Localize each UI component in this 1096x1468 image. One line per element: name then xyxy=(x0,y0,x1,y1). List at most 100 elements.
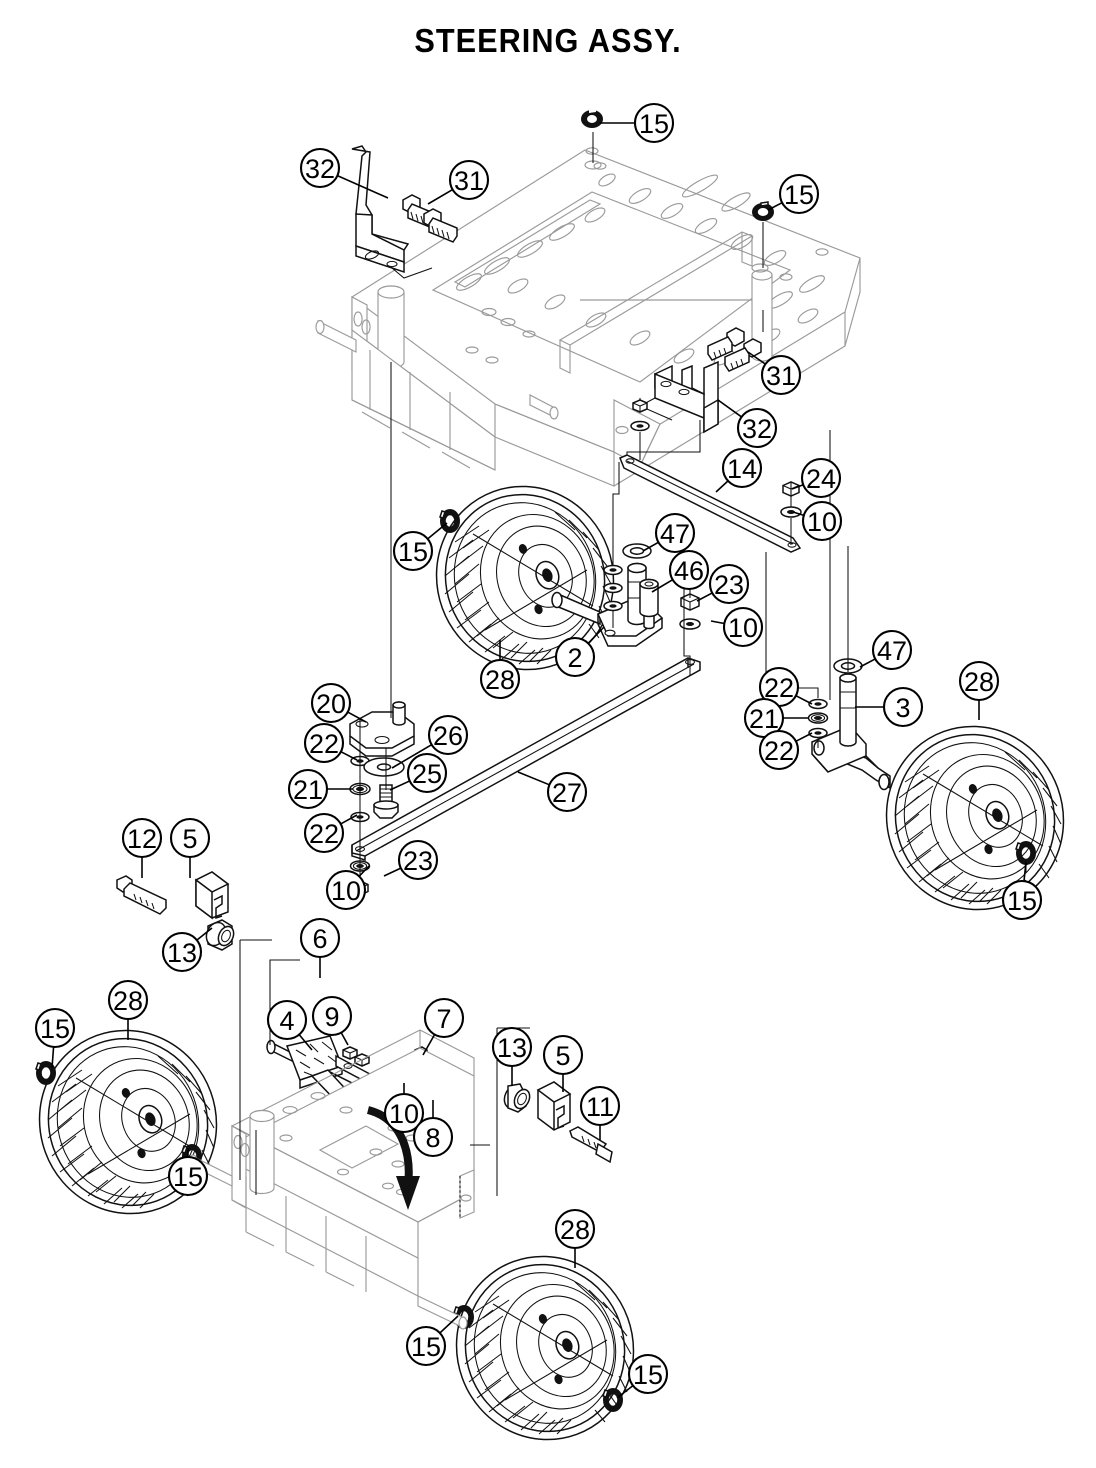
callout-15-c50[interactable]: 15 xyxy=(616,1353,669,1399)
callout-circle[interactable] xyxy=(299,147,341,189)
callout-circle[interactable] xyxy=(412,1116,454,1158)
callout-26-c25[interactable]: 26 xyxy=(391,714,469,769)
callout-circle[interactable] xyxy=(654,512,696,554)
callout-32-c02[interactable]: 32 xyxy=(299,147,389,199)
callout-circle[interactable] xyxy=(406,752,448,794)
callout-circle[interactable] xyxy=(760,354,802,396)
callout-circle[interactable] xyxy=(778,173,820,215)
callout-circle[interactable] xyxy=(392,530,434,572)
callout-circle[interactable] xyxy=(800,457,842,499)
callout-15-c23[interactable]: 15 xyxy=(1001,861,1043,921)
callout-circle[interactable] xyxy=(668,549,710,591)
callout-15-c37[interactable]: 15 xyxy=(34,1007,76,1069)
callout-circle[interactable] xyxy=(542,1034,584,1076)
callout-4-c39[interactable]: 4 xyxy=(266,999,313,1051)
callout-circle[interactable] xyxy=(121,817,163,859)
callout-10-c42[interactable]: 10 xyxy=(383,1083,425,1134)
callout-9-c40[interactable]: 9 xyxy=(311,995,353,1046)
callout-31-c05[interactable]: 31 xyxy=(747,351,802,396)
callout-circle[interactable] xyxy=(325,869,367,911)
callout-circle[interactable] xyxy=(287,768,329,810)
callout-28-c18[interactable]: 28 xyxy=(958,660,1000,720)
callout-circle[interactable] xyxy=(303,812,345,854)
callout-circle[interactable] xyxy=(161,931,203,973)
callout-15-c10[interactable]: 15 xyxy=(392,522,448,572)
callout-6-c38[interactable]: 6 xyxy=(299,917,341,978)
callout-circle[interactable] xyxy=(721,447,763,489)
callout-12-c33[interactable]: 12 xyxy=(121,817,163,878)
callout-circle[interactable] xyxy=(34,1007,76,1049)
callout-47-c17[interactable]: 47 xyxy=(859,629,913,671)
callout-23-c31[interactable]: 23 xyxy=(383,839,439,881)
callout-leader-line xyxy=(439,1315,459,1334)
callout-circle[interactable] xyxy=(405,1325,447,1367)
callout-27-c30[interactable]: 27 xyxy=(517,771,588,813)
callout-5-c34[interactable]: 5 xyxy=(169,817,211,878)
callout-22-c29[interactable]: 22 xyxy=(303,812,358,854)
callout-31-c03[interactable]: 31 xyxy=(427,159,490,205)
callout-circle[interactable] xyxy=(167,1155,209,1197)
callout-circle[interactable] xyxy=(579,1085,621,1127)
callout-circle[interactable] xyxy=(448,159,490,201)
callout-8-c43[interactable]: 8 xyxy=(412,1100,454,1158)
callout-13-c44[interactable]: 13 xyxy=(491,1026,533,1086)
callout-24-c08[interactable]: 24 xyxy=(791,457,842,499)
callout-32-c06[interactable]: 32 xyxy=(717,399,778,449)
callout-circle[interactable] xyxy=(427,714,469,756)
callout-3-c19[interactable]: 3 xyxy=(855,686,924,728)
callout-28-c48[interactable]: 28 xyxy=(554,1208,596,1268)
callout-circle[interactable] xyxy=(958,660,1000,702)
callout-25-c27[interactable]: 25 xyxy=(389,752,448,794)
callout-circle[interactable] xyxy=(882,686,924,728)
callout-circle[interactable] xyxy=(310,682,352,724)
callout-circle[interactable] xyxy=(266,999,308,1041)
callout-47-c11[interactable]: 47 xyxy=(642,512,696,554)
callout-15-c47[interactable]: 15 xyxy=(167,1148,209,1197)
callout-circle[interactable] xyxy=(554,1208,596,1250)
callout-15-c04[interactable]: 15 xyxy=(767,173,820,215)
callout-circle[interactable] xyxy=(546,771,588,813)
callout-circle[interactable] xyxy=(871,629,913,671)
callout-circle[interactable] xyxy=(736,407,778,449)
callout-22-c22[interactable]: 22 xyxy=(758,729,813,771)
callout-15-c01[interactable]: 15 xyxy=(600,102,675,144)
callout-11-c46[interactable]: 11 xyxy=(579,1085,621,1140)
callout-10-c09[interactable]: 10 xyxy=(792,500,843,542)
callout-21-c28[interactable]: 21 xyxy=(287,768,353,810)
callout-46-c12[interactable]: 46 xyxy=(651,549,710,593)
callout-circle[interactable] xyxy=(491,1026,533,1068)
callout-circle[interactable] xyxy=(801,500,843,542)
callout-circle[interactable] xyxy=(633,102,675,144)
callout-28-c36[interactable]: 28 xyxy=(107,979,149,1040)
callout-14-c07[interactable]: 14 xyxy=(715,447,763,493)
callout-28-c16[interactable]: 28 xyxy=(479,640,521,700)
callout-23-c13[interactable]: 23 xyxy=(696,563,750,605)
callout-circle[interactable] xyxy=(758,729,800,771)
callout-2-c15[interactable]: 2 xyxy=(554,626,605,678)
callout-circle[interactable] xyxy=(423,997,465,1039)
callout-10-c14[interactable]: 10 xyxy=(710,606,764,648)
callout-20-c24[interactable]: 20 xyxy=(310,682,367,724)
callout-22-c20[interactable]: 22 xyxy=(758,666,813,708)
bolt-11 xyxy=(569,1126,613,1164)
callout-circle[interactable] xyxy=(107,979,149,1021)
callout-circle[interactable] xyxy=(722,606,764,648)
callout-circle[interactable] xyxy=(554,636,596,678)
callout-circle[interactable] xyxy=(299,917,341,959)
callout-circle[interactable] xyxy=(169,817,211,859)
callout-5-c45[interactable]: 5 xyxy=(542,1034,584,1092)
callout-number: 31 xyxy=(454,166,484,196)
callout-circle[interactable] xyxy=(383,1092,425,1134)
callout-13-c35[interactable]: 13 xyxy=(161,927,213,973)
callout-15-c49[interactable]: 15 xyxy=(405,1315,459,1367)
callout-circle[interactable] xyxy=(479,658,521,700)
callout-10-c32[interactable]: 10 xyxy=(325,865,370,911)
callout-circle[interactable] xyxy=(303,722,345,764)
callout-22-c26[interactable]: 22 xyxy=(303,722,358,764)
callout-circle[interactable] xyxy=(627,1353,669,1395)
callout-circle[interactable] xyxy=(708,563,750,605)
callout-circle[interactable] xyxy=(397,839,439,881)
callout-circle[interactable] xyxy=(311,995,353,1037)
callout-circle[interactable] xyxy=(1001,879,1043,921)
callout-7-c41[interactable]: 7 xyxy=(422,997,465,1056)
